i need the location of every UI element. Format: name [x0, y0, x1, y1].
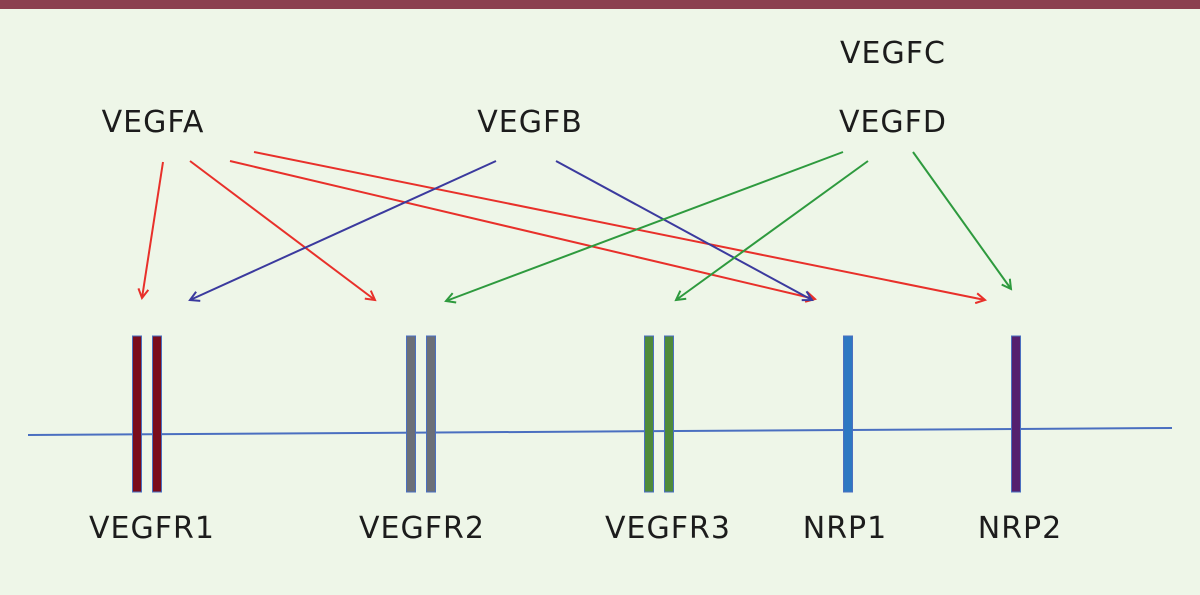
ligand-label-vegfa: VEGFA	[102, 105, 205, 140]
top-border-bar	[0, 0, 1200, 9]
arrow-vegfd-vegfr2	[446, 151, 844, 301]
receptor-label-vegfr1: VEGFR1	[89, 511, 215, 546]
receptor-bar-vegfr1-2	[152, 335, 162, 493]
arrow-vegfa-vegfr1	[142, 161, 164, 298]
receptor-bar-vegfr3-2	[664, 335, 674, 493]
arrow-vegfa-nrp1	[229, 160, 815, 299]
receptor-bar-vegfr3-1	[644, 335, 654, 493]
receptor-bar-nrp2-1	[1011, 335, 1021, 493]
cell-membrane-line	[27, 427, 1173, 436]
arrow-vegfa-nrp2	[253, 151, 985, 300]
receptor-bars	[132, 335, 1021, 493]
receptor-label-nrp1: NRP1	[803, 511, 887, 546]
receptor-label-nrp2: NRP2	[978, 511, 1062, 546]
receptor-label-vegfr3: VEGFR3	[605, 511, 731, 546]
receptor-bar-vegfr2-1	[406, 335, 416, 493]
binding-arrows	[142, 151, 1011, 301]
arrow-vegfb-nrp1	[555, 160, 812, 300]
arrow-vegfd-nrp2	[912, 151, 1011, 289]
arrow-vegfd-vegfr3	[676, 160, 869, 300]
arrow-vegfb-vegfr1	[190, 160, 497, 300]
receptor-bar-vegfr2-2	[426, 335, 436, 493]
arrow-vegfa-vegfr2	[189, 160, 375, 300]
ligand-label-vegfd: VEGFD	[839, 105, 947, 140]
receptor-label-vegfr2: VEGFR2	[359, 511, 485, 546]
ligand-label-vegfc: VEGFC	[840, 36, 946, 71]
receptor-bar-vegfr1-1	[132, 335, 142, 493]
ligand-label-vegfb: VEGFB	[477, 105, 583, 140]
receptor-bar-nrp1-1	[843, 335, 853, 493]
